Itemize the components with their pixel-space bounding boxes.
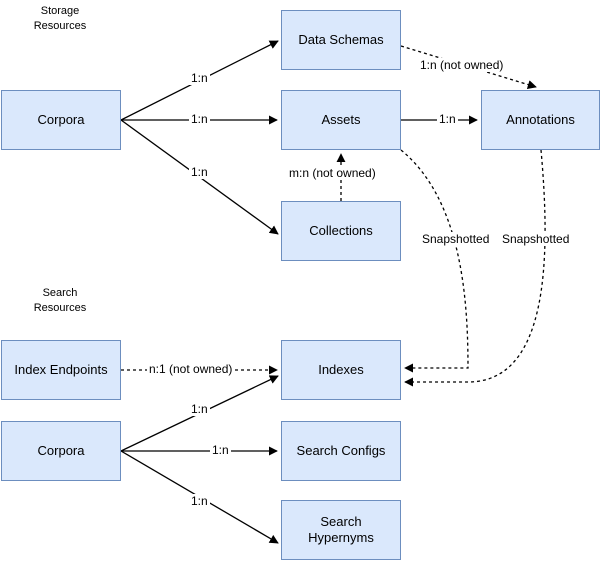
- node-label: Annotations: [506, 112, 575, 127]
- node-assets[interactable]: Assets: [281, 90, 401, 150]
- edge-label-corpora-search-to-configs: 1:n: [210, 443, 231, 457]
- edge-label-index-endpoints-to-indexes: n:1 (not owned): [147, 362, 235, 376]
- node-label: Data Schemas: [298, 32, 384, 47]
- node-label: Indexes: [318, 362, 364, 377]
- node-index-endpoints[interactable]: Index Endpoints: [1, 340, 121, 400]
- group-label-storage: Storage Resources: [33, 5, 87, 32]
- edge-label-corpora-to-assets: 1:n: [189, 112, 210, 126]
- edge-label-corpora-to-data-schemas: 1:n: [189, 71, 210, 85]
- node-label: Index Endpoints: [14, 362, 108, 377]
- edge-label-data-schemas-to-annotations: 1:n (not owned): [418, 58, 506, 72]
- node-label: Collections: [309, 223, 373, 238]
- group-label-search: Search Resources: [33, 287, 87, 314]
- node-search-hypernyms[interactable]: Search Hypernyms: [281, 500, 401, 560]
- node-data-schemas[interactable]: Data Schemas: [281, 10, 401, 70]
- node-label: Assets: [321, 112, 361, 127]
- node-corpora-storage[interactable]: Corpora: [1, 90, 121, 150]
- edge-label-assets-to-annotations: 1:n: [437, 112, 458, 126]
- edge-label-corpora-search-to-hypernyms: 1:n: [189, 494, 210, 508]
- edge-label-assets-to-indexes: Snapshotted: [420, 232, 492, 246]
- node-indexes[interactable]: Indexes: [281, 340, 401, 400]
- edge-label-corpora-to-collections: 1:n: [189, 165, 210, 179]
- node-label: Corpora: [37, 443, 85, 458]
- node-label: Search Hypernyms: [308, 514, 374, 545]
- node-label: Corpora: [37, 112, 85, 127]
- edge-label-annotations-to-indexes: Snapshotted: [500, 232, 572, 246]
- node-corpora-search[interactable]: Corpora: [1, 421, 121, 481]
- node-search-configs[interactable]: Search Configs: [281, 421, 401, 481]
- node-annotations[interactable]: Annotations: [481, 90, 600, 150]
- node-label: Search Configs: [296, 443, 386, 458]
- edge-label-collections-to-assets: m:n (not owned): [287, 166, 378, 180]
- edge-label-corpora-search-to-indexes: 1:n: [189, 402, 210, 416]
- edge-assets-to-indexes: [400, 149, 469, 373]
- edge-annotations-to-indexes: [404, 149, 546, 387]
- node-collections[interactable]: Collections: [281, 201, 401, 261]
